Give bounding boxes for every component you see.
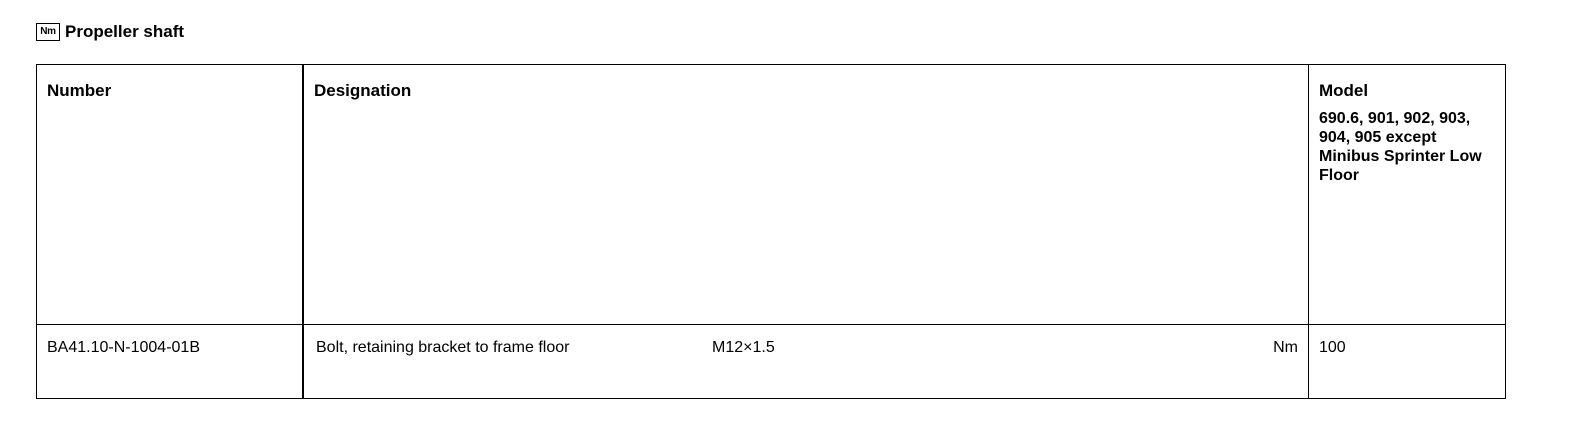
- section-heading: Nm Propeller shaft: [36, 22, 184, 42]
- header-model-cell: Model 690.6, 901, 902, 903, 904, 905 exc…: [1308, 64, 1506, 325]
- header-model-label: Model: [1319, 81, 1369, 100]
- header-number: Number: [47, 81, 112, 100]
- row-designation-text: Bolt, retaining bracket to frame floor: [316, 339, 570, 356]
- table-header-row: Number Designation Model 690.6, 901, 902…: [36, 64, 1506, 325]
- section-title: Propeller shaft: [65, 22, 185, 41]
- torque-spec-table: Number Designation Model 690.6, 901, 902…: [36, 64, 1506, 399]
- header-designation: Designation: [314, 81, 412, 100]
- row-number: BA41.10-N-1004-01B: [47, 339, 200, 356]
- header-number-cell: Number: [36, 64, 304, 325]
- torque-nm-icon: Nm: [36, 23, 60, 41]
- row-value-cell: 100: [1308, 324, 1506, 399]
- row-designation: Bolt, retaining bracket to frame floor M…: [304, 325, 1308, 357]
- header-model: Model 690.6, 901, 902, 903, 904, 905 exc…: [1309, 65, 1505, 185]
- row-torque-value: 100: [1319, 339, 1346, 356]
- row-unit: Nm: [1273, 339, 1298, 356]
- header-model-detail: 690.6, 901, 902, 903, 904, 905 except Mi…: [1319, 110, 1482, 184]
- row-thread-size: M12×1.5: [712, 339, 775, 356]
- header-designation-cell: Designation: [302, 64, 1309, 325]
- row-designation-cell: Bolt, retaining bracket to frame floor M…: [302, 324, 1309, 399]
- row-number-cell: BA41.10-N-1004-01B: [36, 324, 304, 399]
- table-row: BA41.10-N-1004-01B Bolt, retaining brack…: [36, 324, 1506, 399]
